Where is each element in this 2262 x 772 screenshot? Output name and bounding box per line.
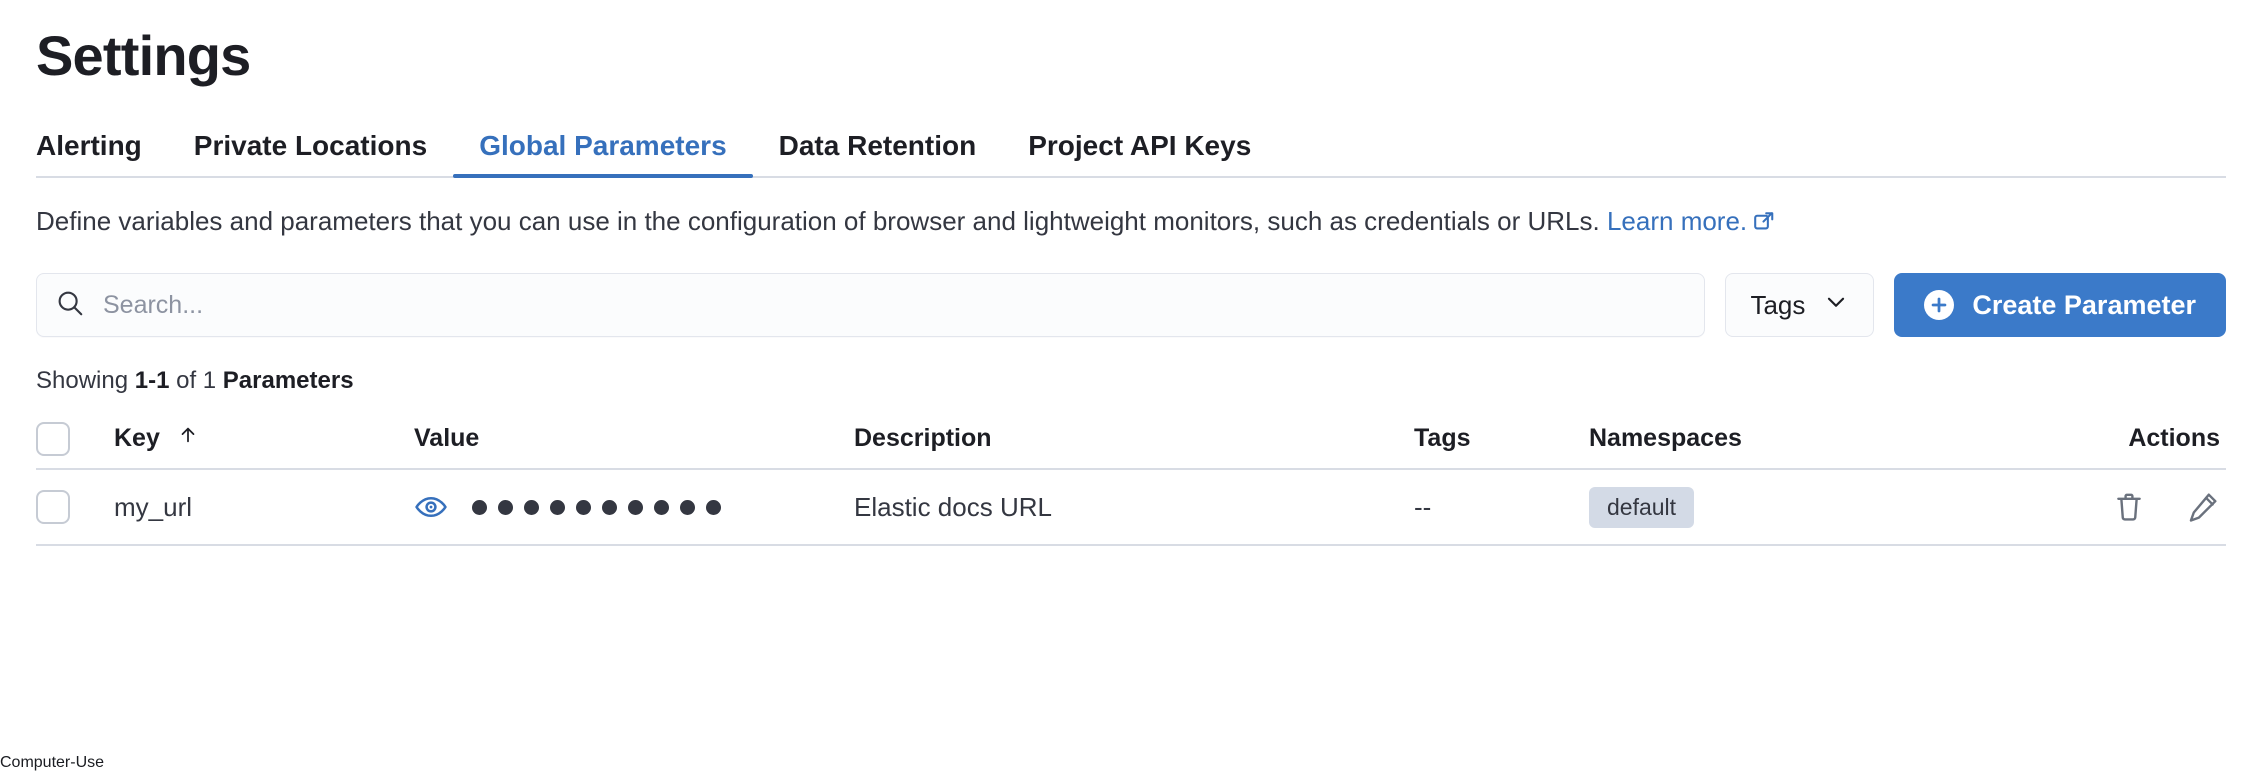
settings-page: Settings Alerting Private Locations Glob… — [36, 24, 2226, 547]
results-prefix: Showing — [36, 367, 135, 395]
column-header-namespaces[interactable]: Namespaces — [1589, 409, 2069, 471]
row-select-cell — [36, 469, 114, 547]
learn-more-link[interactable]: Learn more. — [1607, 206, 1747, 236]
results-count: Showing 1-1 of 1 Parameters — [36, 367, 2226, 395]
external-link-icon — [1753, 206, 1775, 241]
mask-dot — [576, 499, 591, 515]
tab-global-parameters[interactable]: Global Parameters — [453, 132, 754, 179]
chevron-down-icon — [1823, 289, 1849, 322]
edit-icon[interactable] — [2186, 490, 2220, 524]
table-header-row: Key Value Description Tags Namespaces Ac… — [36, 409, 2226, 471]
tags-filter-button[interactable]: Tags — [1725, 273, 1875, 338]
search-icon — [55, 288, 85, 323]
column-header-tags[interactable]: Tags — [1414, 409, 1589, 471]
cell-key: my_url — [114, 469, 414, 547]
results-range: 1-1 — [134, 367, 170, 395]
cell-value — [414, 469, 854, 547]
mask-dot — [628, 499, 643, 515]
search-box[interactable] — [36, 273, 1706, 338]
description-text: Define variables and parameters that you… — [36, 206, 1600, 237]
mask-dot — [498, 499, 513, 515]
eye-icon[interactable] — [414, 490, 448, 524]
tab-data-retention[interactable]: Data Retention — [778, 130, 977, 162]
tab-alerting[interactable]: Alerting — [36, 130, 142, 162]
value-mask-dots — [472, 499, 721, 515]
masked-value — [414, 490, 854, 524]
mask-dot — [654, 499, 669, 515]
column-header-actions: Actions — [2069, 409, 2226, 471]
row-select-checkbox[interactable] — [36, 490, 70, 525]
table-header: Key Value Description Tags Namespaces Ac… — [36, 409, 2226, 471]
page-description: Define variables and parameters that you… — [36, 204, 2216, 241]
mask-dot — [706, 499, 721, 515]
page-title: Settings — [36, 24, 251, 87]
tab-project-api-keys[interactable]: Project API Keys — [1028, 130, 1252, 162]
mask-dot — [472, 499, 487, 515]
column-header-description-label: Description — [854, 424, 992, 453]
table-body: my_url Elastic docs URL -- default — [36, 469, 2226, 547]
create-parameter-button[interactable]: Create Parameter — [1894, 273, 2226, 338]
delete-icon[interactable] — [2112, 490, 2146, 524]
tab-private-locations[interactable]: Private Locations — [193, 130, 428, 162]
column-header-description[interactable]: Description — [854, 409, 1414, 471]
table-row[interactable]: my_url Elastic docs URL -- default — [36, 469, 2226, 547]
namespace-badge: default — [1589, 486, 1695, 528]
mask-dot — [524, 499, 539, 515]
arrow-up-icon — [177, 424, 199, 453]
cell-tags: -- — [1414, 469, 1589, 547]
tags-filter-label: Tags — [1750, 289, 1806, 320]
learn-more-label: Learn more. — [1606, 206, 1748, 237]
cell-namespaces: default — [1589, 469, 2069, 547]
mask-dot — [602, 499, 617, 515]
plus-circle-icon — [1924, 290, 1955, 321]
create-parameter-label: Create Parameter — [1972, 289, 2196, 320]
column-header-key-label: Key — [114, 424, 160, 453]
settings-tabs: Alerting Private Locations Global Parame… — [36, 120, 2226, 179]
column-header-actions-label: Actions — [2128, 424, 2220, 453]
column-header-key[interactable]: Key — [114, 409, 414, 471]
results-middle: of 1 — [169, 367, 223, 395]
cell-description: Elastic docs URL — [854, 469, 1414, 547]
column-header-tags-label: Tags — [1414, 424, 1471, 453]
column-header-namespaces-label: Namespaces — [1589, 424, 1742, 453]
parameters-table: Key Value Description Tags Namespaces Ac… — [36, 409, 2226, 547]
column-header-value[interactable]: Value — [414, 409, 854, 471]
select-all-header — [36, 409, 114, 471]
mask-dot — [680, 499, 695, 515]
cell-actions — [2069, 469, 2226, 547]
results-entity: Parameters — [222, 367, 354, 395]
toolbar: Tags Create Parameter — [36, 273, 2226, 338]
mask-dot — [550, 499, 565, 515]
select-all-checkbox[interactable] — [36, 421, 70, 456]
search-input[interactable] — [101, 274, 1687, 337]
row-actions — [2069, 490, 2226, 524]
column-header-value-label: Value — [414, 424, 480, 453]
